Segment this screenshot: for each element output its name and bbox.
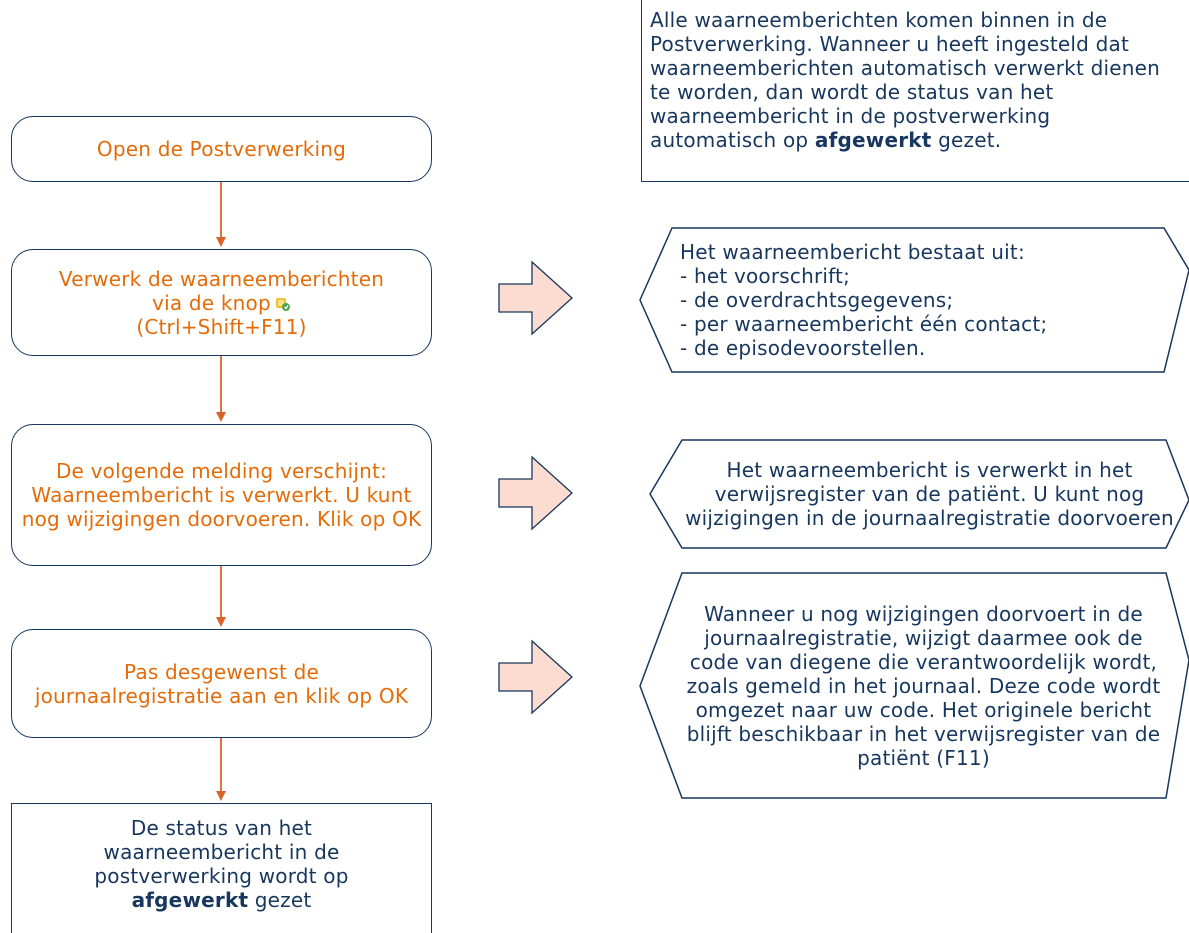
note-2-item: - het voorschrift;: [680, 264, 851, 288]
step-2-line-1: Verwerk de waarneemberichten: [58, 266, 385, 291]
note-2-item: - de episodevoorstellen.: [680, 336, 926, 360]
step-5-text-end: gezet: [254, 888, 312, 912]
right-arrow-icon: [498, 639, 573, 715]
step-open-postverwerking: Open de Postverwerking: [11, 116, 432, 182]
note-verwijsregister: Het waarneembericht is verwerkt in het v…: [650, 440, 1189, 548]
step-2-line-2: via de knop: [152, 290, 271, 315]
step-verwerk-waarneemberichten: Verwerk de waarneemberichten via de knop…: [11, 249, 432, 356]
step-3-text: De volgende melding verschijnt: Waarneem…: [21, 459, 422, 531]
note-2-title: Het waarneembericht bestaat uit:: [680, 240, 1025, 264]
note-2-item: - de overdrachtsgegevens;: [680, 288, 954, 312]
step-status-afgewerkt: De status van het waarneembericht in de …: [11, 803, 432, 933]
note-3-text: Het waarneembericht is verwerkt in het v…: [685, 458, 1174, 530]
note-wijzigingen-code: Wanneer u nog wijzigingen doorvoert in d…: [640, 573, 1189, 798]
note-2-item: - per waarneembericht één contact;: [680, 312, 1048, 336]
step-melding-verschijnt: De volgende melding verschijnt: Waarneem…: [11, 424, 432, 566]
right-arrow-icon: [498, 260, 573, 336]
note-waarneembericht-inhoud: Het waarneembericht bestaat uit: - het v…: [640, 228, 1189, 372]
note-1-keyword: afgewerkt: [814, 128, 932, 152]
step-5-keyword: afgewerkt: [131, 888, 249, 912]
hexagon-note-3-outline: [649, 439, 1189, 549]
step-4-text: Pas desgewenst de journaalregistratie aa…: [34, 659, 409, 708]
note-4-text: Wanneer u nog wijzigingen doorvoert in d…: [686, 601, 1161, 770]
right-arrow-icon: [498, 455, 573, 531]
process-button-icon: [275, 297, 290, 311]
step-journaalregistratie: Pas desgewenst de journaalregistratie aa…: [11, 629, 432, 738]
step-1-text: Open de Postverwerking: [96, 137, 347, 161]
step-2-line-3: (Ctrl+Shift+F11): [136, 314, 307, 339]
note-automatisch-verwerkt: Alle waarneemberichten komen binnen in d…: [641, 0, 1189, 182]
note-1-text: Alle waarneemberichten komen binnen in d…: [650, 8, 1160, 152]
step-5-text: De status van het waarneembericht in de …: [94, 816, 349, 888]
note-1-text-end: gezet.: [938, 128, 1002, 152]
hexagon-note-4-outline: [639, 572, 1189, 799]
hexagon-note-2-outline: [639, 227, 1189, 373]
